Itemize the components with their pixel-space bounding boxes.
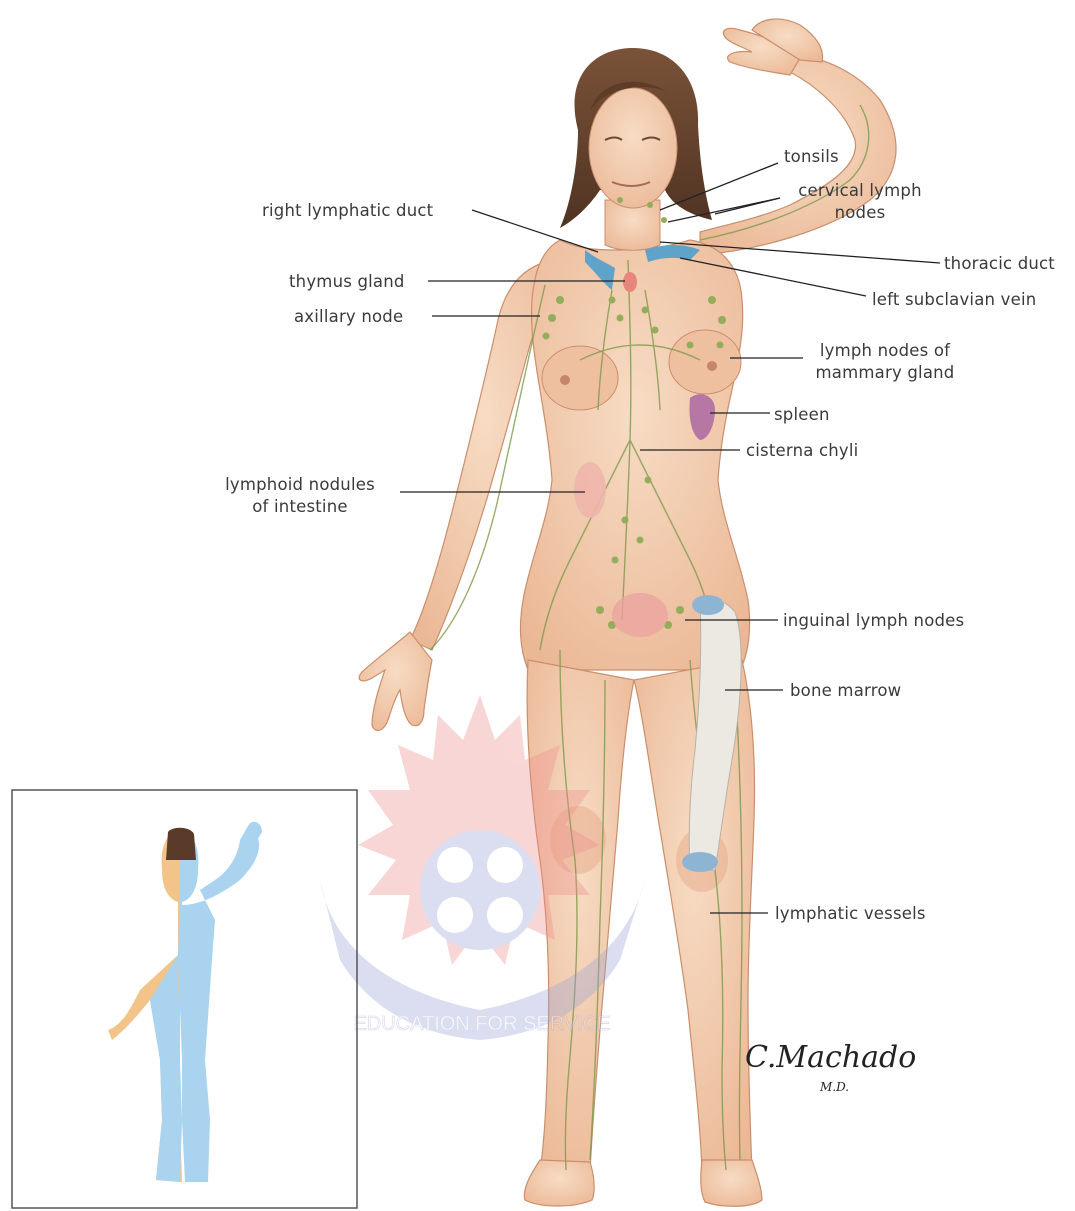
label-left-subclavian-vein: left subclavian vein — [872, 289, 1036, 311]
artist-signature: C.Machado — [745, 1040, 916, 1075]
label-inguinal-lymph-nodes: inguinal lymph nodes — [783, 610, 964, 632]
label-bone-marrow: bone marrow — [790, 680, 901, 702]
label-axillary-node: axillary node — [294, 306, 403, 328]
label-intestine-line1: lymphoid nodules — [205, 474, 395, 496]
label-right-lymphatic-duct: right lymphatic duct — [262, 200, 433, 222]
label-spleen: spleen — [774, 404, 830, 426]
label-mammary-line1: lymph nodes of — [800, 340, 970, 362]
label-lymphatic-vessels: lymphatic vessels — [775, 903, 926, 925]
inset-drainage-diagram — [12, 790, 357, 1208]
leader-right-lymphatic-duct — [472, 210, 598, 252]
label-thoracic-duct: thoracic duct — [944, 253, 1055, 275]
intestine-nodule — [574, 462, 606, 518]
thymus — [623, 272, 637, 292]
watermark-motto: EDUCATION FOR SERVICE — [353, 1013, 610, 1035]
label-thymus-gland: thymus gland — [289, 271, 405, 293]
artist-signature-suffix: M.D. — [820, 1080, 849, 1094]
label-intestine-line2: of intestine — [205, 496, 395, 518]
label-tonsils: tonsils — [784, 146, 839, 168]
label-cervical-nodes: nodes — [790, 202, 930, 224]
leader-cervical-2 — [715, 198, 780, 214]
label-cisterna-chyli: cisterna chyli — [746, 440, 858, 462]
label-cervical-lymph: cervical lymph — [790, 180, 930, 202]
label-mammary-line2: mammary gland — [800, 362, 970, 384]
